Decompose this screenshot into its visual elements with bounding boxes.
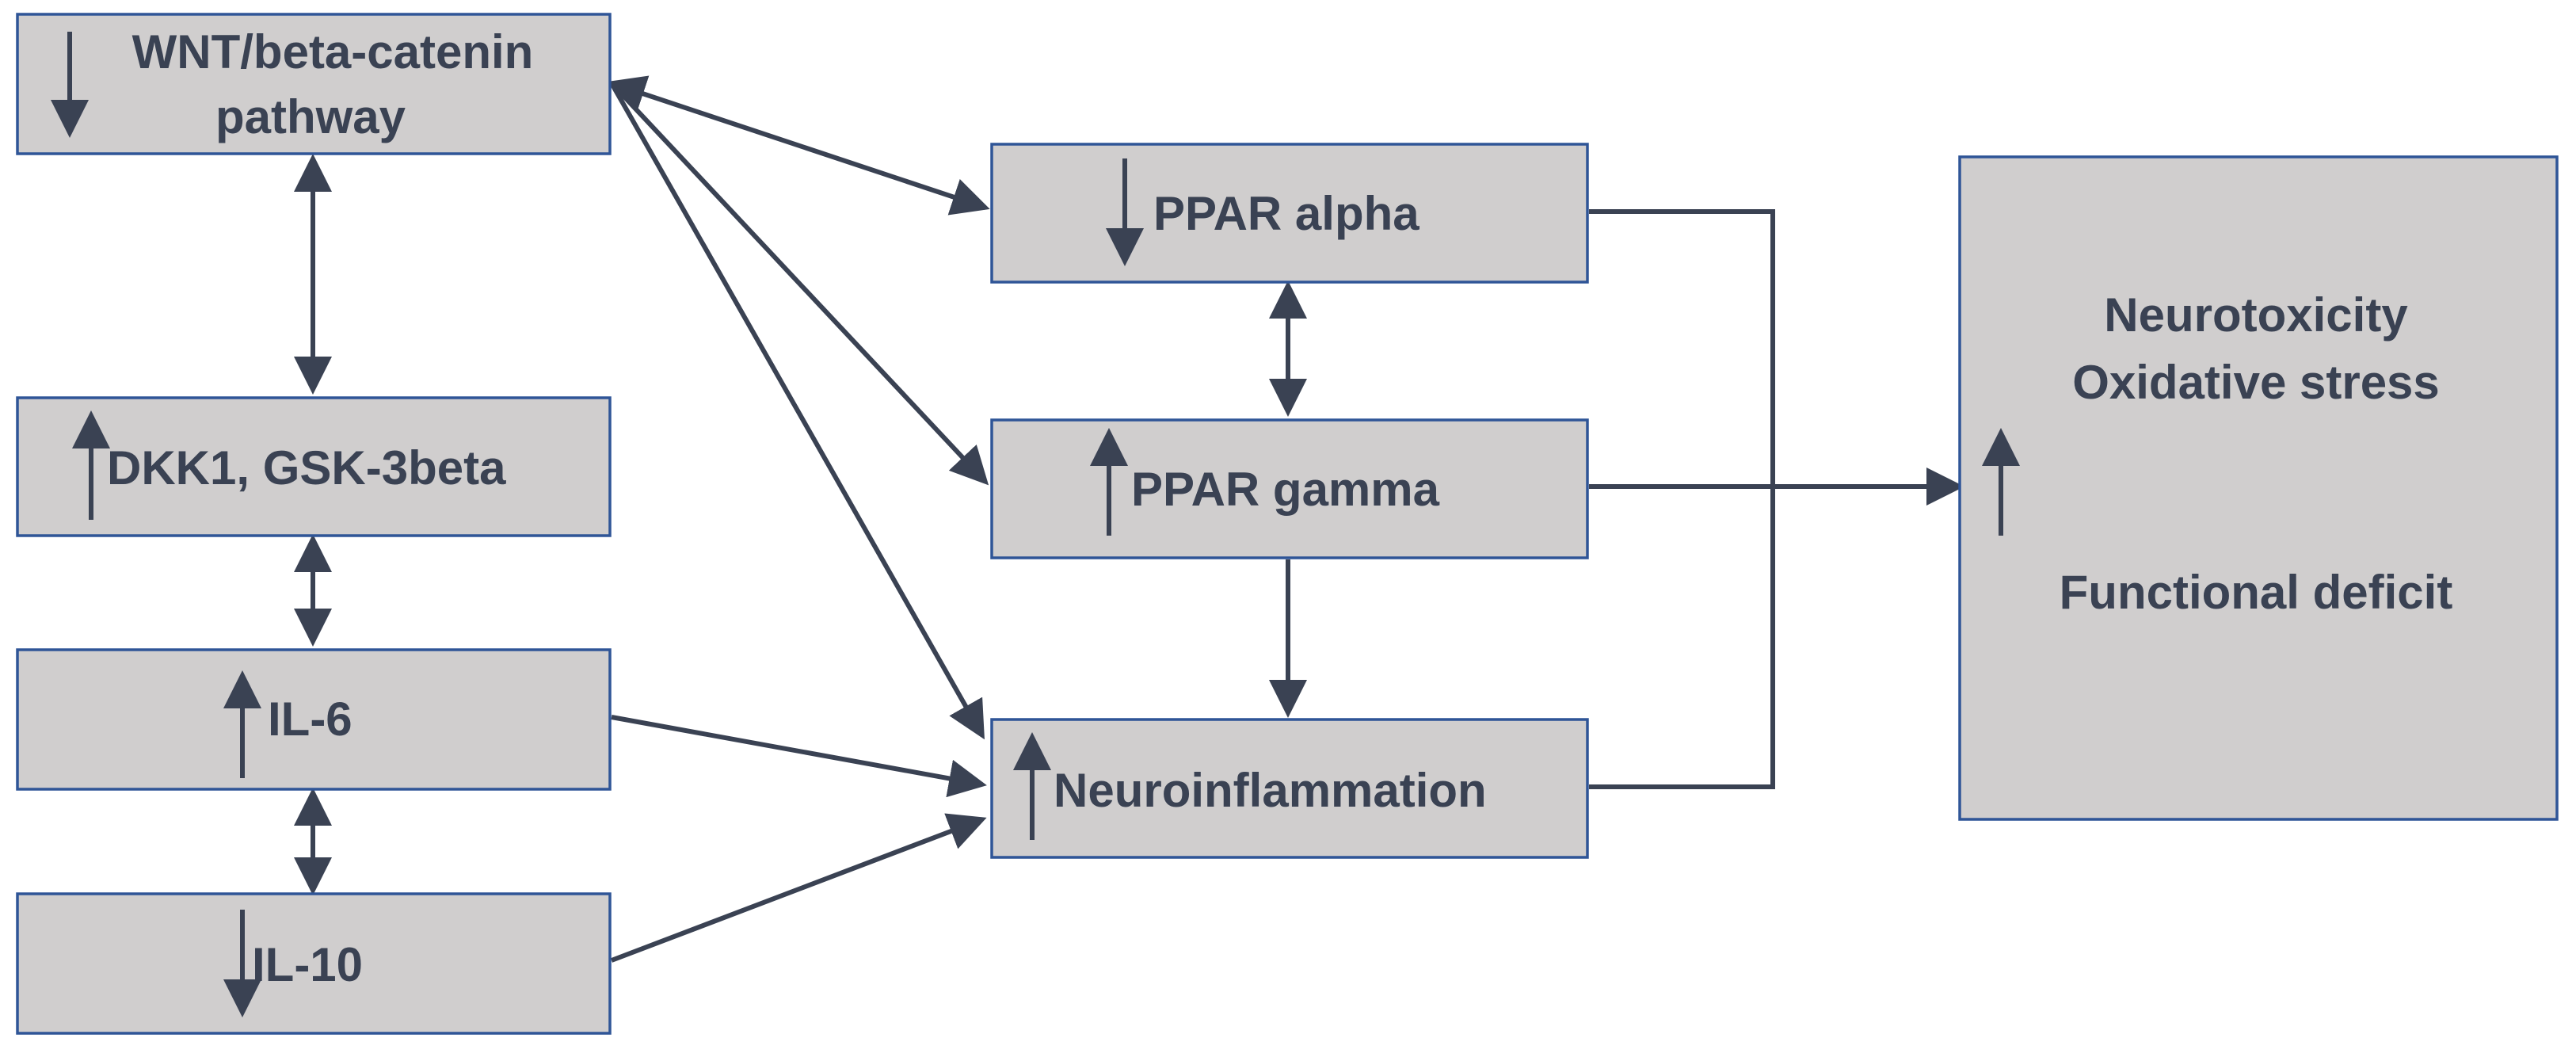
node-outcome-label-2: Oxidative stress — [2072, 356, 2440, 409]
node-wnt-label-1: WNT/beta-catenin — [132, 25, 534, 78]
edge-wnt-neuro — [609, 82, 985, 740]
node-dkk1-label: DKK1, GSK-3beta — [107, 441, 506, 494]
node-il10-label: IL-10 — [252, 938, 363, 991]
edge-il6-neuro — [611, 715, 987, 798]
node-neuro[interactable]: Neuroinflammation — [990, 718, 1589, 859]
edge-wnt-pparg — [609, 81, 989, 486]
node-pparg[interactable]: PPAR gamma — [990, 418, 1589, 559]
node-il6[interactable]: IL-6 — [16, 648, 612, 791]
node-outcome-label-1: Neurotoxicity — [2104, 288, 2408, 342]
edges — [294, 75, 1964, 963]
edge-bracket — [1589, 209, 1775, 789]
node-il6-label: IL-6 — [268, 693, 352, 746]
node-outcome[interactable]: Neurotoxicity Oxidative stress Functiona… — [1958, 155, 2559, 821]
node-wnt[interactable]: WNT/beta-catenin pathway — [16, 13, 612, 155]
node-outcome-label-3: Functional deficit — [2060, 566, 2453, 619]
node-il10[interactable]: IL-10 — [16, 892, 612, 1035]
node-ppara[interactable]: PPAR alpha — [990, 143, 1589, 284]
node-wnt-label-2: pathway — [215, 90, 406, 143]
node-dkk1[interactable]: DKK1, GSK-3beta — [16, 396, 612, 537]
edge-il10-neuro — [610, 813, 987, 963]
node-pparg-label: PPAR gamma — [1131, 463, 1440, 516]
node-neuro-label: Neuroinflammation — [1054, 764, 1487, 817]
node-ppara-label: PPAR alpha — [1153, 187, 1419, 240]
edge-wnt-ppara — [607, 75, 990, 216]
